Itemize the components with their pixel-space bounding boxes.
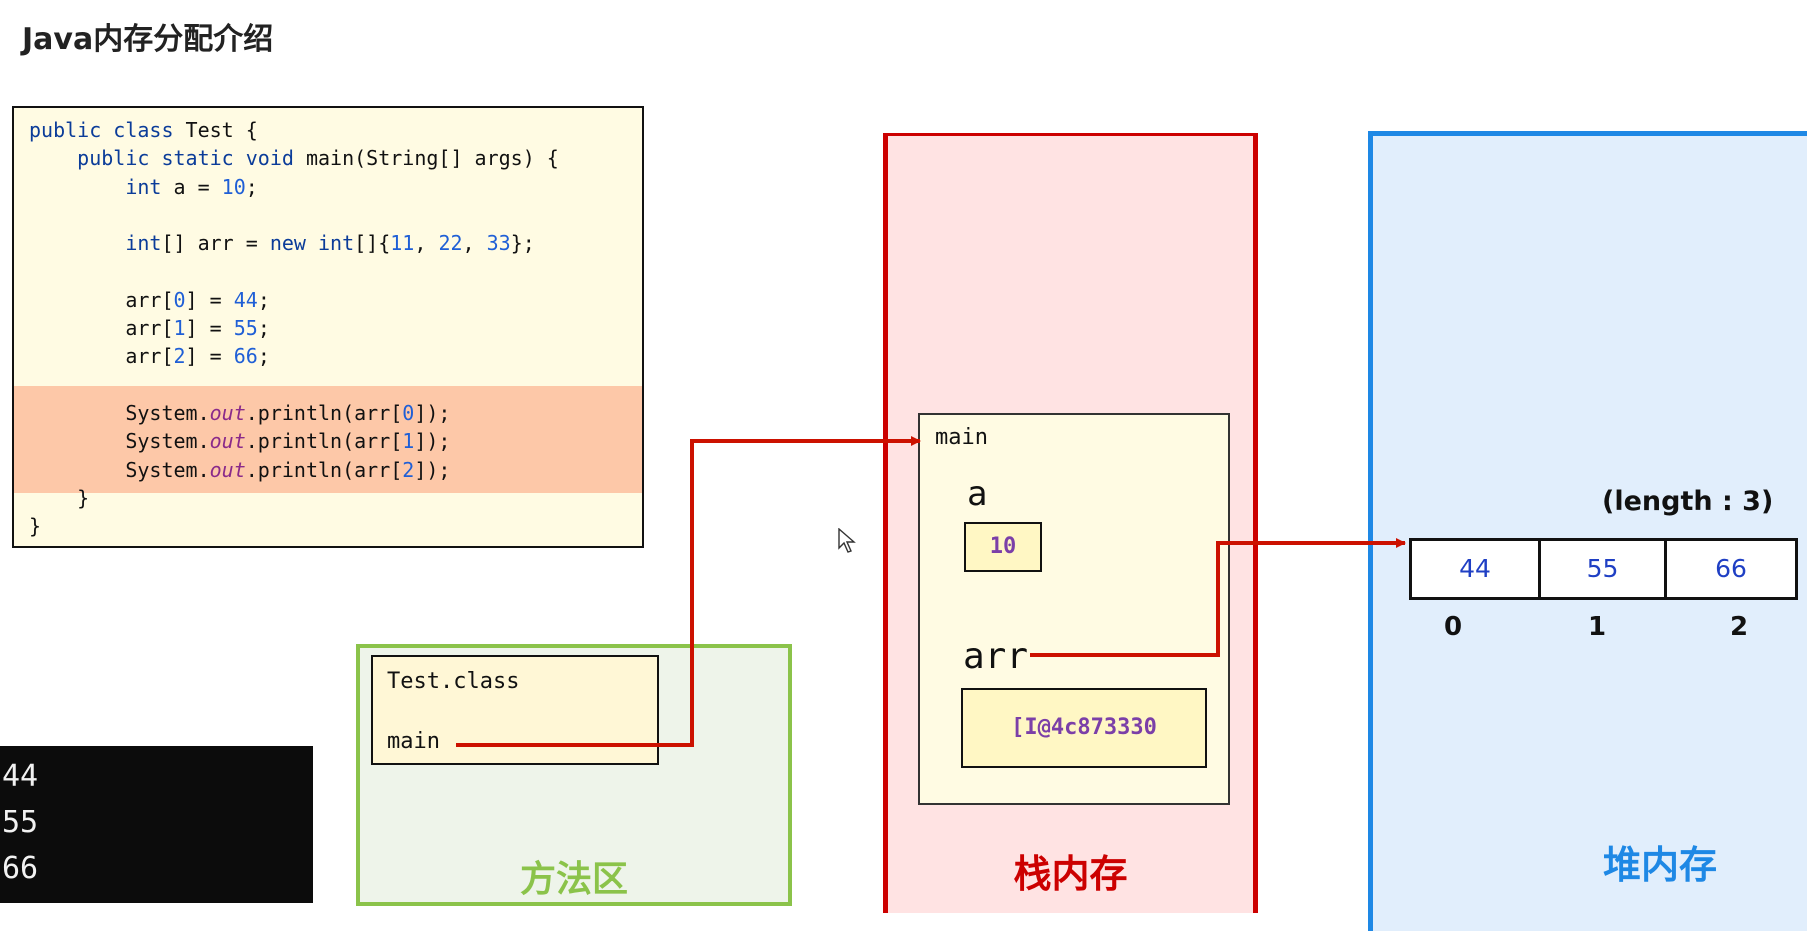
console-text: 44 55 66 bbox=[2, 754, 38, 892]
console-line: 44 bbox=[2, 759, 39, 794]
page-title: Java内存分配介绍 bbox=[22, 22, 274, 57]
code-line: System.out.println(arr[2]); bbox=[29, 457, 451, 482]
code-highlight bbox=[14, 386, 642, 493]
code-line: arr[1] = 55; bbox=[29, 316, 270, 341]
arr-to-heap-arrow bbox=[1030, 538, 1406, 657]
code-line: int[] arr = new int[]{11, 22, 33}; bbox=[125, 231, 535, 256]
code-line: public static void main(String[] args) { bbox=[77, 146, 559, 171]
class-method: main bbox=[387, 729, 440, 754]
var-a-value: 10 bbox=[964, 522, 1042, 572]
code-text: public class Test { public static void m… bbox=[29, 116, 559, 540]
code-line: } bbox=[29, 485, 90, 510]
code-line: int a = 10; bbox=[125, 174, 258, 199]
console-output: 44 55 66 bbox=[0, 746, 313, 903]
array-index-1: 1 bbox=[1588, 612, 1607, 642]
console-line: 66 bbox=[2, 851, 39, 886]
method-to-frame-arrow bbox=[456, 436, 921, 747]
var-arr-name: arr bbox=[963, 636, 1029, 677]
array-index-2: 2 bbox=[1730, 612, 1749, 642]
frame-name: main bbox=[935, 425, 988, 450]
heap-memory bbox=[1368, 131, 1807, 931]
code-line: System.out.println(arr[1]); bbox=[29, 429, 451, 454]
array-index-0: 0 bbox=[1444, 612, 1463, 642]
code-line: arr[0] = 44; bbox=[29, 287, 270, 312]
code-line: public class Test { bbox=[29, 118, 258, 142]
var-a-name: a bbox=[967, 474, 988, 514]
heap-label: 堆内存 bbox=[1602, 843, 1717, 887]
method-area-label: 方法区 bbox=[519, 859, 628, 900]
code-panel: public class Test { public static void m… bbox=[12, 106, 644, 548]
code-line: } bbox=[29, 514, 42, 539]
array-length-label: (length : 3) bbox=[1602, 486, 1774, 517]
console-line: 55 bbox=[2, 805, 39, 840]
stack-label: 栈内存 bbox=[1013, 852, 1128, 896]
array-cell-2: 66 bbox=[1664, 538, 1798, 600]
code-line: arr[2] = 66; bbox=[29, 344, 270, 369]
class-name: Test.class bbox=[387, 669, 520, 694]
var-arr-value: [I@4c873330 bbox=[961, 688, 1207, 768]
array-cell-0: 44 bbox=[1409, 538, 1541, 600]
mouse-cursor-icon bbox=[838, 528, 856, 553]
code-line: System.out.println(arr[0]); bbox=[29, 400, 451, 425]
